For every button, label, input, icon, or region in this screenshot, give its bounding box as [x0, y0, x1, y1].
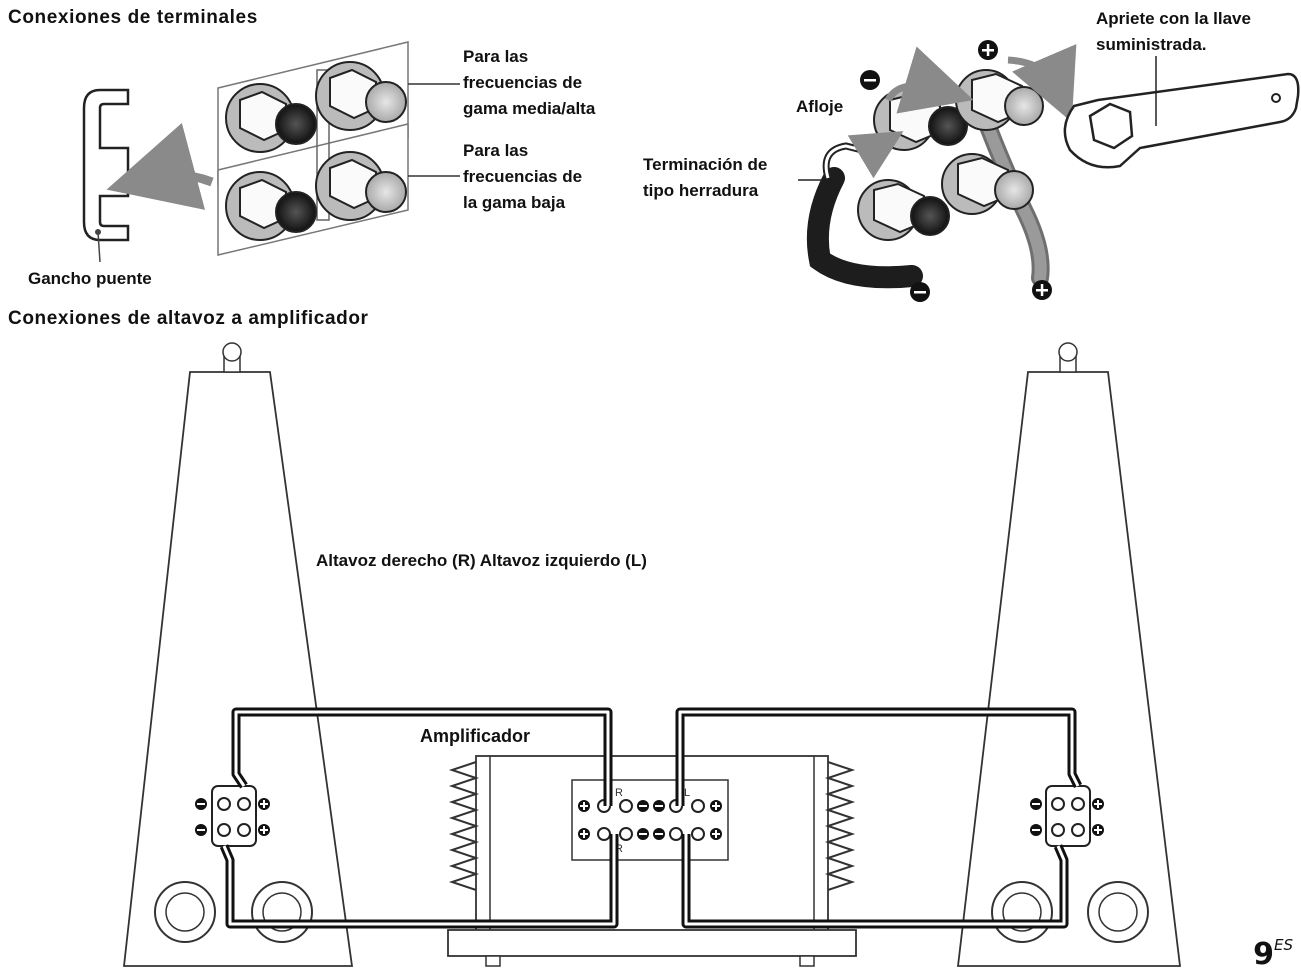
amplifier: R R L L [447, 755, 857, 967]
minus-icon [195, 798, 207, 810]
plus-icon [1092, 798, 1104, 810]
binding-post-icon [315, 61, 407, 131]
minus-icon [637, 800, 649, 812]
bridge-hook-icon [82, 88, 130, 263]
wrench-icon [1063, 56, 1300, 169]
minus-icon [910, 282, 930, 302]
channel-r-label: R [615, 787, 623, 799]
bridge-hook-label: Gancho puente [28, 269, 152, 288]
minus-icon [653, 800, 665, 812]
right-speaker [122, 342, 354, 967]
binding-post-icon [857, 179, 950, 241]
channel-l-label: L [684, 787, 690, 799]
plus-icon [1032, 280, 1052, 300]
binding-post-icon [941, 153, 1034, 215]
plus-icon [978, 40, 998, 60]
terminals-heading: Conexiones de terminales [8, 7, 258, 28]
spade-terminal-label: Terminación de tipo herradura [643, 155, 768, 200]
binding-post-icon [225, 171, 317, 241]
plus-icon [258, 798, 270, 810]
speaker-connections-heading: Conexiones de altavoz a amplificador [8, 308, 369, 329]
binding-post-icon [955, 69, 1044, 131]
plus-icon [710, 800, 722, 812]
amplifier-label: Amplificador [420, 726, 531, 746]
spade-terminal-illustration [798, 40, 1077, 302]
plus-icon [1092, 824, 1104, 836]
minus-icon [637, 828, 649, 840]
plus-icon [578, 828, 590, 840]
wrench-label: Apriete con la llave suministrada. [1096, 9, 1251, 54]
minus-icon [195, 824, 207, 836]
channel-r-label: R [615, 843, 623, 855]
terminal-panel [217, 41, 460, 256]
plus-icon [258, 824, 270, 836]
plus-icon [710, 828, 722, 840]
minus-icon [1030, 798, 1042, 810]
page-number: 9ES [1253, 936, 1293, 972]
left-speaker [956, 342, 1182, 967]
minus-icon [860, 70, 880, 90]
binding-post-icon [315, 151, 407, 221]
plus-icon [578, 800, 590, 812]
mid-high-label: Para las frecuencias de gama media/alta [463, 47, 596, 118]
speakers-caption: Altavoz derecho (R) Altavoz izquierdo (L… [316, 551, 647, 570]
loosen-label: Afloje [796, 97, 844, 116]
arrow-left-icon [106, 122, 214, 210]
low-freq-label: Para las frecuencias de la gama baja [463, 141, 583, 212]
minus-icon [653, 828, 665, 840]
minus-icon [1030, 824, 1042, 836]
binding-post-icon [225, 83, 317, 153]
